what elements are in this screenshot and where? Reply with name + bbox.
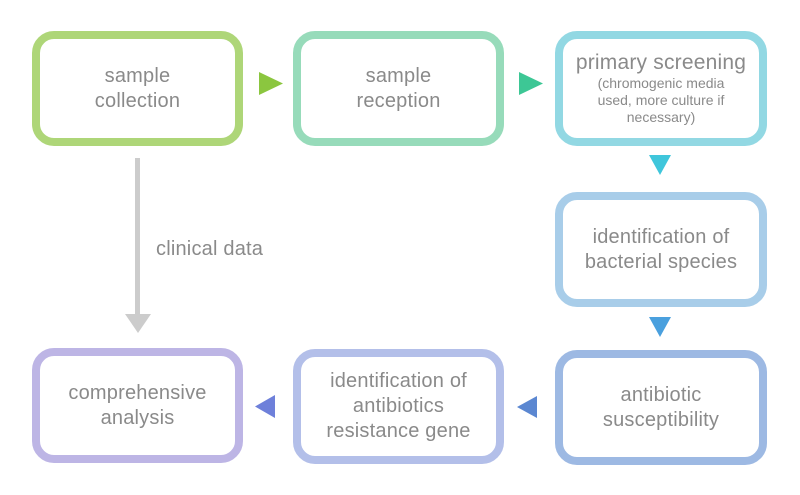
box-label-sample-reception: sample reception [356, 64, 441, 112]
box-label-sample-collection: sample collection [94, 64, 181, 112]
left-arrow-icon-resistance-gene-to-analysis [255, 395, 275, 418]
flowchart-box-identification-of-bacterial-species: identification of bacterial species [555, 192, 767, 307]
box-label-comprehensive-analysis: comprehensive analysis [68, 381, 207, 429]
flowchart-box-sample-reception: sample reception [293, 31, 504, 146]
box-sublabel-primary-screening: (chromogenic media used, more culture if… [597, 74, 725, 126]
right-arrow-icon-reception-to-screening [519, 72, 543, 95]
flowchart-box-primary-screening: primary screening (chromogenic media use… [555, 31, 767, 146]
down-arrow-icon-identification-to-susceptibility [649, 317, 671, 337]
box-label-identification-of-bacterial-species: identification of bacterial species [584, 225, 738, 273]
clinical-data-arrow-line [135, 158, 140, 315]
flowchart-box-identification-of-antibiotics-resistance-gene: identification of antibiotics resistance… [293, 349, 504, 464]
box-label-antibiotic-susceptibility: antibiotic susceptibility [602, 383, 720, 431]
clinical-data-arrow-head-icon [125, 314, 151, 333]
box-label-primary-screening: primary screening [575, 50, 747, 74]
flowchart-box-antibiotic-susceptibility: antibiotic susceptibility [555, 350, 767, 465]
right-arrow-icon-collection-to-reception [259, 72, 283, 95]
down-arrow-icon-screening-to-identification [649, 155, 671, 175]
left-arrow-icon-susceptibility-to-resistance-gene [517, 396, 537, 418]
flowchart-box-sample-collection: sample collection [32, 31, 243, 146]
box-label-identification-of-antibiotics-resistance-gene: identification of antibiotics resistance… [326, 370, 471, 442]
clinical-data-label: clinical data [156, 238, 264, 260]
flowchart-box-comprehensive-analysis: comprehensive analysis [32, 348, 243, 463]
